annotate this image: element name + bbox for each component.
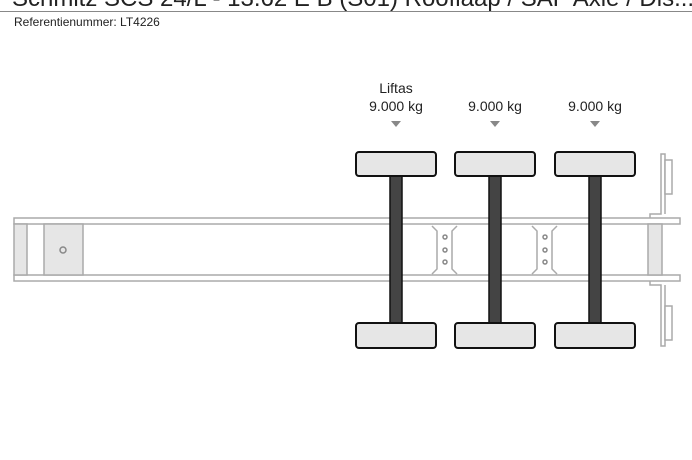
chassis bbox=[13, 153, 681, 347]
landing-gear-bottom bbox=[664, 305, 673, 341]
tire-top bbox=[355, 151, 437, 177]
rear-plate bbox=[43, 223, 84, 276]
arrow-down-icon bbox=[590, 121, 600, 127]
arrow-down-icon bbox=[391, 121, 401, 127]
crossmember bbox=[431, 225, 458, 275]
landing-gear-top bbox=[664, 159, 673, 195]
tire-bottom bbox=[554, 322, 636, 349]
axle-label: Liftas bbox=[379, 80, 412, 96]
chassis-rail-bottom bbox=[13, 274, 681, 282]
axle-1: Liftas 9.000 kg bbox=[355, 80, 437, 349]
arrow-down-icon bbox=[490, 121, 500, 127]
axle-beam bbox=[389, 175, 403, 324]
tire-top bbox=[454, 151, 536, 177]
tire-bottom bbox=[355, 322, 437, 349]
axle-beam bbox=[588, 175, 602, 324]
rear-end-beam bbox=[13, 223, 28, 276]
page-title: Schmitz SCS 24/L - 13.62 E B (S01) Roofl… bbox=[12, 0, 692, 12]
axle-load: 9.000 kg bbox=[369, 98, 423, 114]
axle-2: 9.000 kg bbox=[454, 98, 536, 349]
axle-load: 9.000 kg bbox=[468, 98, 522, 114]
divider bbox=[0, 11, 692, 12]
axle-3: 9.000 kg bbox=[554, 98, 636, 349]
tire-top bbox=[554, 151, 636, 177]
tire-bottom bbox=[454, 322, 536, 349]
crossmember bbox=[531, 225, 558, 275]
reference-number: Referentienummer: LT4226 bbox=[14, 15, 160, 29]
axle-load: 9.000 kg bbox=[568, 98, 622, 114]
axle-beam bbox=[488, 175, 502, 324]
chassis-rail-top bbox=[13, 217, 681, 225]
front-plate bbox=[647, 223, 663, 276]
